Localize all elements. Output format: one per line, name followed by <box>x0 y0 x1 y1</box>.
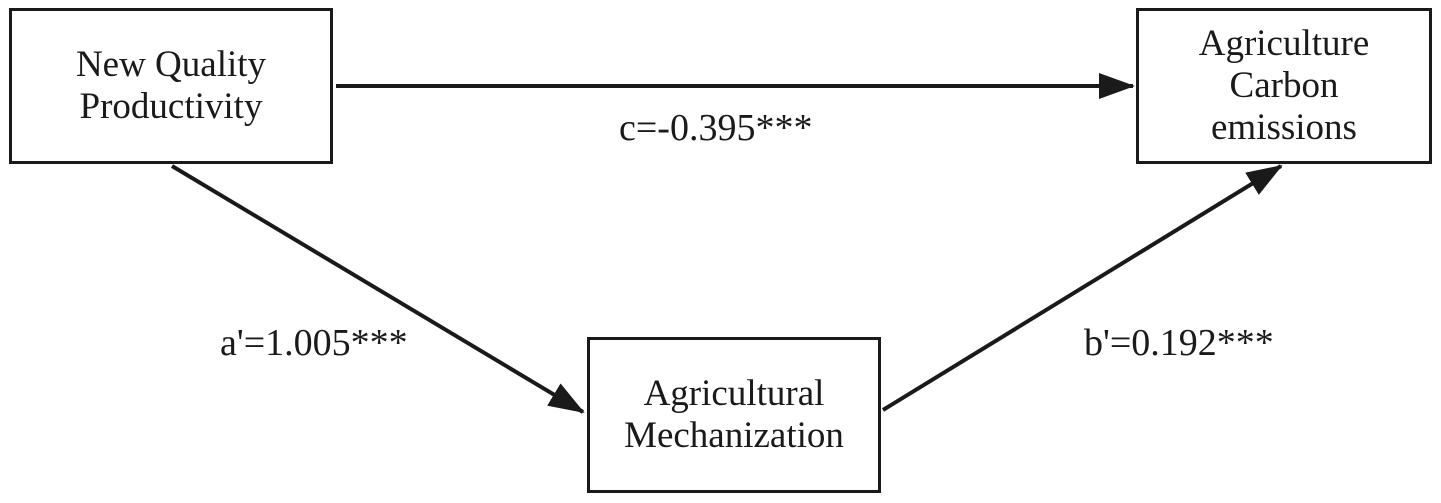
arrow-b-path <box>881 164 1283 412</box>
coefficient-c-label: c=-0.395*** <box>619 107 813 149</box>
node-agricultural-mechanization: Agricultural Mechanization <box>587 337 881 493</box>
node-label-line: Carbon <box>1229 65 1339 106</box>
node-agriculture-carbon-emissions: Agriculture Carbon emissions <box>1136 8 1432 164</box>
coefficient-b-label: b'=0.192*** <box>1084 322 1274 364</box>
coefficient-a-label: a'=1.005*** <box>220 322 408 364</box>
node-label-line: Agricultural <box>643 373 825 414</box>
node-label-line: Productivity <box>79 86 263 127</box>
node-new-quality-productivity: New Quality Productivity <box>9 8 333 164</box>
node-label-line: New Quality <box>75 44 267 85</box>
node-label-line: emissions <box>1211 107 1357 148</box>
node-label-line: Mechanization <box>624 415 844 456</box>
node-label-line: Agriculture <box>1198 23 1370 64</box>
arrow-a-path <box>170 164 585 414</box>
